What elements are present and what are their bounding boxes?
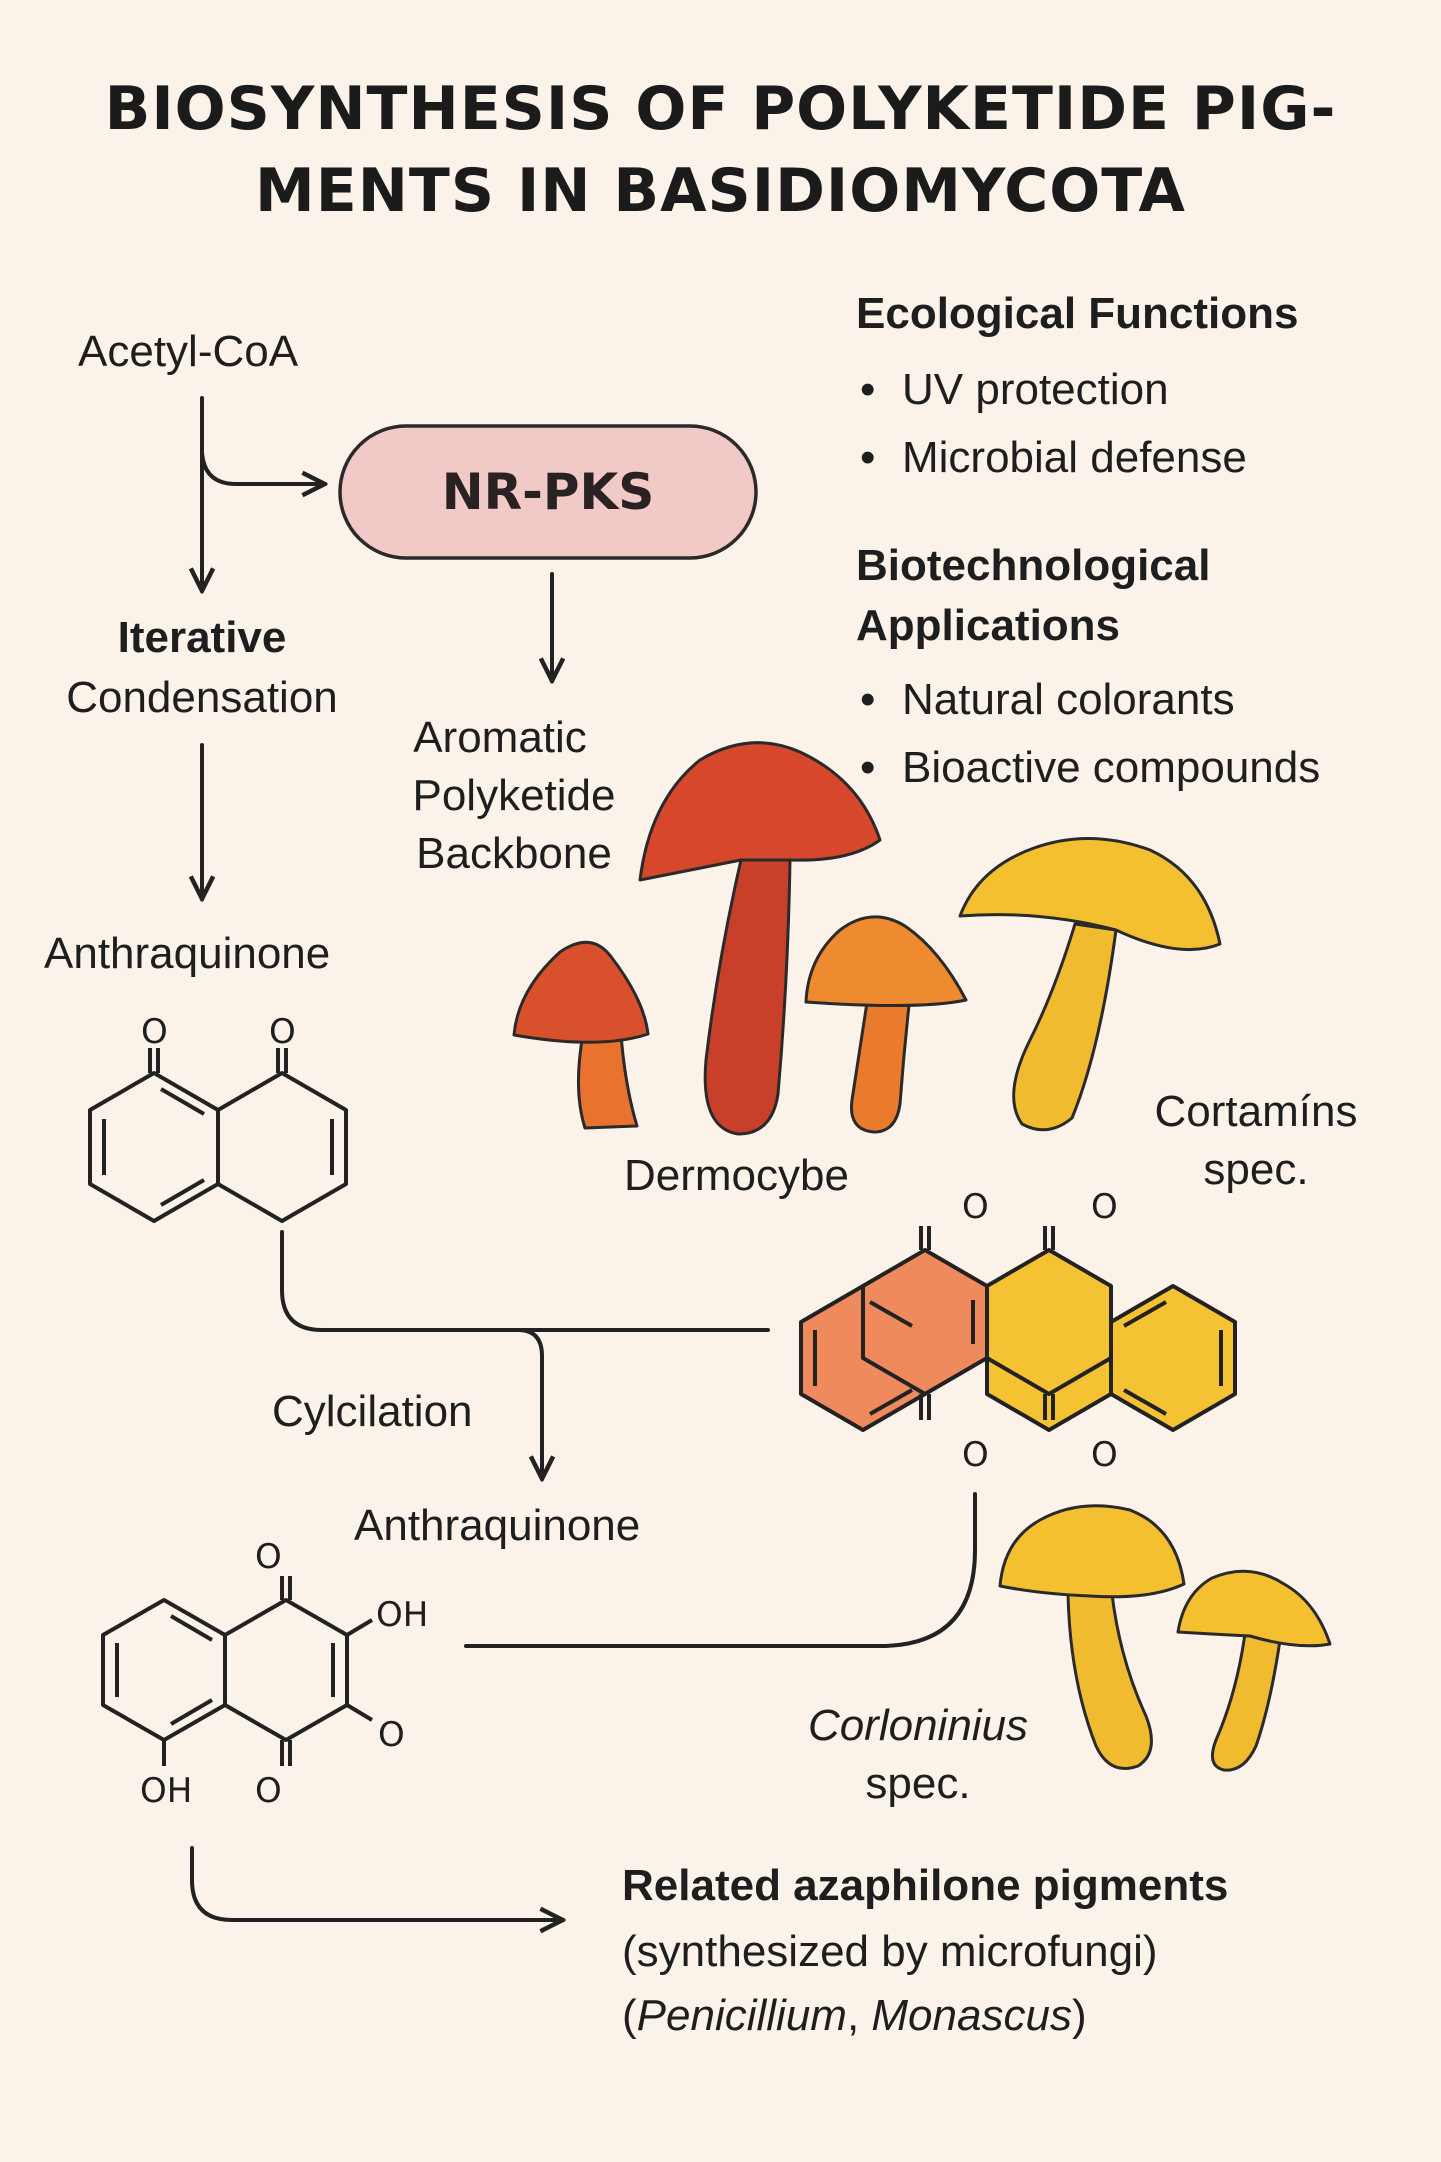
- cortamins-label-line-1: Cortamíns: [1154, 1087, 1358, 1136]
- acetyl-coa-label: Acetyl-CoA: [78, 327, 299, 376]
- ecological-item: Microbial defense: [856, 424, 1247, 492]
- ecological-functions-list: UV protection Microbial defense: [856, 356, 1247, 492]
- dermocybe-label: Dermocybe: [624, 1151, 849, 1200]
- atom-o-2b: O: [1091, 1187, 1118, 1227]
- iterative-label: Iterative: [117, 613, 287, 662]
- atom-o-2c: O: [962, 1435, 989, 1475]
- cyclization-label: Cylcilation: [272, 1387, 473, 1436]
- nr-pks-box: [338, 424, 758, 560]
- biotech-item: Bioactive compounds: [856, 734, 1320, 802]
- mushroom-yellow-right: [1176, 1569, 1332, 1772]
- ecological-item: UV protection: [856, 356, 1247, 424]
- azaphilone-subtitle: (synthesized by microfungi): [622, 1927, 1158, 1976]
- atom-o-2d: O: [1091, 1435, 1118, 1475]
- corloninius-label-line-1: Corloninius: [807, 1701, 1029, 1750]
- page-title: BIOSYNTHESIS OF POLYKETIDE PIG- MENTS IN…: [0, 68, 1441, 232]
- cortamins-label-line-2: spec.: [1203, 1145, 1309, 1194]
- genus-monascus: Monascus: [871, 1991, 1072, 2040]
- mushroom-yellow-left: [998, 1504, 1186, 1770]
- anthraquinone-structure-1: [88, 1048, 348, 1223]
- nr-pks-label: NR-PKS: [441, 463, 655, 521]
- mushroom-tall-red: [638, 741, 882, 1136]
- atom-o-1b: O: [269, 1012, 296, 1052]
- anthraquinone-label-2: Anthraquinone: [354, 1501, 641, 1550]
- connector-quinone-to-naphthoquinone: [464, 1492, 977, 1648]
- genus-penicillium: Penicillium: [636, 1991, 847, 2040]
- backbone-label-line-1: Aromatic: [413, 713, 587, 762]
- atom-o-3b: O: [378, 1715, 405, 1755]
- backbone-label-line-3: Backbone: [416, 829, 612, 878]
- biotech-item: Natural colorants: [856, 666, 1320, 734]
- atom-o-2a: O: [962, 1187, 989, 1227]
- anthraquinone-label-1: Anthraquinone: [44, 929, 331, 978]
- atom-o-1a: O: [141, 1012, 168, 1052]
- page-title-line-2: MENTS IN BASIDIOMYCOTA: [255, 156, 1186, 226]
- atom-o-3c: O: [255, 1771, 282, 1811]
- mushroom-large-yellow: [958, 836, 1222, 1132]
- paren-close: ): [1071, 1991, 1087, 2040]
- azaphilone-genera: (Penicillium, Monascus): [622, 1990, 1087, 2043]
- arrow-cyclization-to-anthraquinone: [516, 1328, 542, 1476]
- page-title-line-1: BIOSYNTHESIS OF POLYKETIDE PIG-: [104, 74, 1337, 144]
- mushroom-medium-orange: [804, 915, 968, 1134]
- backbone-label-line-2: Polyketide: [412, 771, 616, 820]
- azaphilone-heading: Related azaphilone pigments: [622, 1861, 1229, 1910]
- quinone-center-ring: [985, 1248, 1113, 1396]
- biotech-heading-line-2: Applications: [856, 601, 1121, 650]
- atom-oh-3b: OH: [140, 1771, 193, 1811]
- corloninius-label-line-2: spec.: [865, 1759, 971, 1808]
- biotech-applications-list: Natural colorants Bioactive compounds: [856, 666, 1320, 802]
- genus-separator: ,: [846, 1991, 872, 2040]
- ecological-functions-heading: Ecological Functions: [856, 289, 1299, 338]
- atom-o-3a: O: [255, 1537, 282, 1577]
- paren-open: (: [622, 1991, 637, 2040]
- atom-oh-3a: OH: [376, 1595, 429, 1635]
- arrow-acetyl-to-nrpks: [200, 450, 322, 484]
- anthraquinone-structure-2: [101, 1576, 374, 1766]
- mushroom-small-red: [512, 940, 650, 1130]
- biotech-heading-line-1: Biotechnological: [856, 541, 1211, 590]
- arrow-to-azaphilone: [190, 1846, 560, 1920]
- connector-ring-to-cyclization: [280, 1230, 770, 1332]
- condensation-label: Condensation: [66, 673, 338, 722]
